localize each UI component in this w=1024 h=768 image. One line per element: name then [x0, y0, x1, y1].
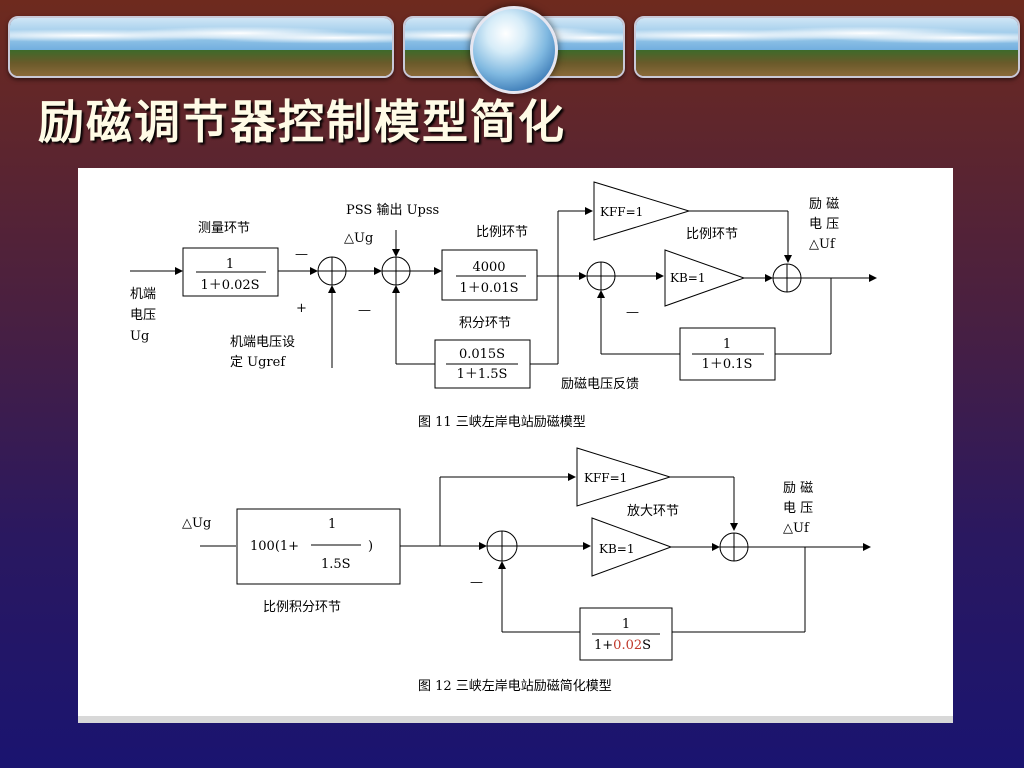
input-label-3: Ug	[130, 329, 149, 344]
measure-den: 1＋0.02S	[200, 278, 259, 293]
fig12-input-label: △Ug	[182, 516, 211, 531]
header-banner-left	[8, 16, 394, 78]
dug-label: △Ug	[344, 231, 373, 246]
pi-num: 1	[328, 517, 336, 532]
fb-den: 1＋0.1S	[702, 357, 753, 372]
pss-label: PSS 输出 Upss	[346, 202, 439, 218]
kb-gain-1	[664, 249, 746, 307]
globe-logo	[470, 6, 558, 94]
output-label-1: 励 磁	[809, 197, 839, 212]
prop-den: 1＋0.01S	[459, 281, 518, 296]
pi-label: 比例积分环节	[263, 600, 341, 615]
document-image: 机端 电压 Ug 测量环节 1 1＋0.02S 机端电压设 定 Ugref PS…	[78, 168, 953, 723]
measure-label: 测量环节	[198, 221, 250, 236]
pi-pre: 100(1+	[250, 539, 299, 554]
fig11-caption: 图 11 三峡左岸电站励磁模型	[418, 415, 586, 430]
ref-label-2: 定 Ugref	[230, 355, 286, 370]
block-diagrams: 机端 电压 Ug 测量环节 1 1＋0.02S 机端电压设 定 Ugref PS…	[130, 181, 877, 694]
header-banner-right	[634, 16, 1020, 78]
fb2-num: 1	[622, 617, 630, 632]
kb-gain-2	[591, 517, 673, 577]
pi-den: 1.5S	[321, 557, 351, 572]
ref-label-1: 机端电压设	[230, 335, 295, 350]
measure-block	[182, 247, 279, 297]
fb-block-2	[579, 607, 673, 661]
minus-sign-2: —	[358, 303, 371, 318]
output-label-2: 电 压	[809, 217, 839, 232]
fig12-caption: 图 12 三峡左岸电站励磁简化模型	[418, 678, 612, 694]
pi-post: )	[368, 539, 373, 554]
int-label: 积分环节	[459, 316, 511, 331]
fb-num: 1	[723, 337, 731, 352]
fig12-output-label-2: 电 压	[783, 501, 813, 516]
fb2-den: 1+0.02S	[594, 638, 651, 653]
kb-label-1: KB=1	[670, 271, 705, 285]
amp-label: 放大环节	[627, 504, 679, 519]
fig12-output-label-3: △Uf	[783, 521, 810, 536]
input-label-2: 电压	[130, 308, 156, 323]
prop2-label: 比例环节	[686, 227, 738, 242]
minus-sign-1: —	[295, 247, 308, 262]
slide-title: 励磁调节器控制模型简化	[38, 95, 566, 149]
prop-label: 比例环节	[476, 225, 528, 240]
kff-gain-1	[593, 181, 691, 241]
kb-label-2: KB=1	[599, 542, 634, 556]
minus-sign-3: —	[626, 305, 639, 320]
kff-label-2: KFF=1	[584, 471, 627, 485]
int-den: 1＋1.5S	[457, 367, 508, 382]
proportional-block	[441, 249, 538, 301]
document-status-bar	[78, 716, 953, 723]
measure-num: 1	[226, 257, 234, 272]
input-label-1: 机端	[130, 287, 156, 302]
fig12-output-label-1: 励 磁	[783, 481, 813, 496]
kff-label-1: KFF=1	[600, 205, 643, 219]
kff-gain-2	[576, 447, 672, 507]
fb-label: 励磁电压反馈	[561, 377, 639, 392]
prop-num: 4000	[472, 260, 505, 275]
minus-sign-4: —	[470, 575, 483, 590]
plus-sign-1: +	[296, 301, 307, 316]
int-num: 0.015S	[459, 347, 505, 362]
output-label-3: △Uf	[809, 237, 836, 252]
